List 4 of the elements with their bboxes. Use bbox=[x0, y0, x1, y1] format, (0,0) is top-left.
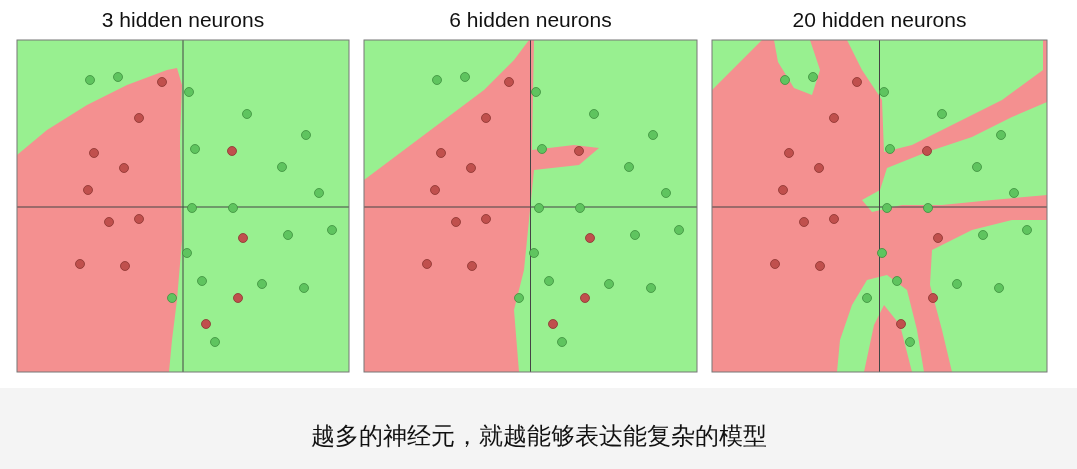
plot-title: 6 hidden neurons bbox=[448, 8, 613, 32]
plot-title: 3 hidden neurons bbox=[100, 8, 266, 32]
plot-title: 20 hidden neurons bbox=[791, 8, 968, 32]
caption: 越多的神经元，就越能够表达能复杂的模型 bbox=[309, 421, 768, 452]
